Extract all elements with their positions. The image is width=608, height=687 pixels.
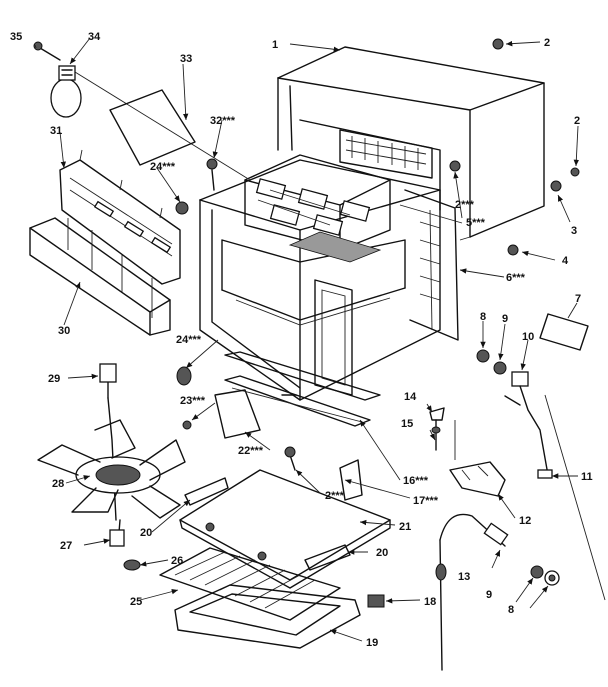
- label-12: 12: [519, 515, 531, 527]
- label-32: 32***: [210, 115, 236, 127]
- outer-cabinet: [277, 46, 545, 241]
- label-14: 14: [404, 391, 417, 403]
- label-21: 21: [399, 521, 411, 533]
- label-17: 17***: [413, 495, 439, 507]
- label-35: 35: [10, 31, 22, 43]
- rack-25: [159, 547, 341, 621]
- fasteners: [175, 38, 580, 430]
- label-29: 29: [48, 373, 60, 385]
- label-20a: 20: [140, 527, 152, 539]
- label-15: 15: [401, 418, 413, 430]
- label-8b: 8: [508, 604, 514, 616]
- label-2b: 2: [574, 115, 580, 127]
- label-6: 6***: [506, 272, 526, 284]
- label-31: 31: [50, 125, 62, 137]
- label-34: 34: [88, 31, 101, 43]
- label-20b: 20: [376, 547, 388, 559]
- reflector-30: [29, 217, 171, 336]
- label-13: 13: [458, 571, 470, 583]
- control-components: [429, 313, 606, 671]
- label-9b: 9: [486, 589, 492, 601]
- door-panel-21: [179, 469, 391, 589]
- rails: [184, 351, 381, 571]
- lamp-bracket-31: [59, 149, 181, 285]
- label-10: 10: [522, 331, 534, 343]
- label-23: 23***: [180, 395, 206, 407]
- label-2c: 2***: [455, 199, 475, 211]
- label-18: 18: [424, 596, 436, 608]
- label-22: 22***: [238, 445, 264, 457]
- label-30: 30: [58, 325, 70, 337]
- label-33: 33: [180, 53, 192, 65]
- label-25: 25: [130, 596, 142, 608]
- label-19: 19: [366, 637, 378, 649]
- oven-cavity: [199, 159, 459, 401]
- label-24a: 24***: [176, 334, 202, 346]
- label-26: 26: [171, 555, 183, 567]
- label-7: 7: [575, 293, 581, 305]
- label-11: 11: [581, 471, 593, 483]
- label-4: 4: [562, 255, 569, 267]
- lamp-assembly: [33, 41, 251, 181]
- fan-assembly: [37, 363, 186, 571]
- crumb-tray-19: [174, 584, 385, 649]
- callout-labels: 1 2 2 2*** 2*** 3 4 5*** 6*** 7 8 8 9 9 …: [10, 31, 593, 649]
- top-heater-assembly: [244, 154, 391, 263]
- light-shield-33: [109, 89, 196, 166]
- label-1: 1: [272, 39, 278, 51]
- label-24b: 24***: [150, 161, 176, 173]
- label-9a: 9: [502, 313, 508, 325]
- label-5: 5***: [466, 217, 486, 229]
- label-28: 28: [52, 478, 64, 490]
- label-16: 16***: [403, 475, 429, 487]
- label-2a: 2: [544, 37, 550, 49]
- label-3: 3: [571, 225, 577, 237]
- label-2d: 2***: [325, 490, 345, 502]
- label-27: 27: [60, 540, 72, 552]
- label-8a: 8: [480, 311, 486, 323]
- leader-lines: [34, 37, 580, 642]
